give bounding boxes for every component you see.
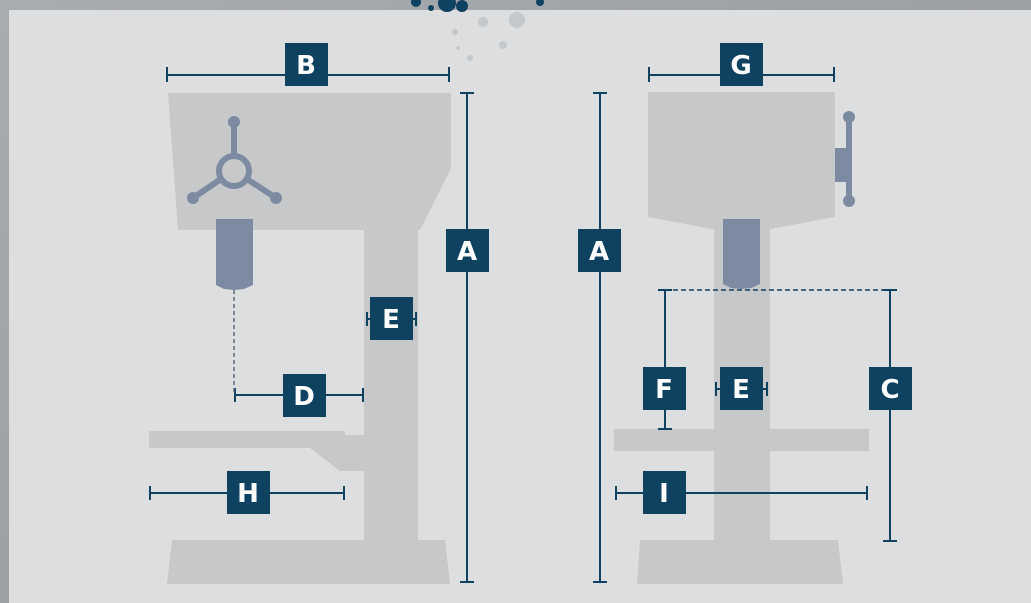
side-base: [637, 540, 843, 584]
svg-text:H: H: [237, 479, 260, 509]
label-D: D: [283, 374, 326, 417]
side-view: G A F E C I: [578, 43, 912, 584]
front-view: B A E D H: [149, 43, 489, 584]
front-base: [167, 540, 450, 584]
front-table: [149, 431, 365, 471]
handle-knobs: [187, 116, 282, 204]
svg-text:D: D: [293, 382, 316, 412]
svg-text:A: A: [457, 237, 478, 267]
label-B: B: [285, 43, 328, 86]
svg-text:I: I: [659, 479, 670, 509]
label-A-front: A: [446, 229, 489, 272]
front-machine-body: [149, 93, 451, 584]
svg-text:G: G: [730, 51, 752, 81]
ink-splatter: [411, 0, 544, 12]
splatter-drops: [452, 12, 525, 61]
side-head: [648, 92, 835, 229]
side-spindle: [723, 219, 760, 289]
side-table: [614, 429, 869, 451]
front-head: [168, 93, 451, 230]
svg-text:F: F: [655, 375, 674, 405]
svg-text:E: E: [382, 305, 401, 335]
svg-text:C: C: [880, 375, 900, 405]
front-spindle: [216, 219, 253, 290]
side-handle-icon: [835, 111, 855, 207]
svg-text:B: B: [296, 51, 317, 81]
label-G: G: [720, 43, 763, 86]
label-A-side: A: [578, 229, 621, 272]
label-E-front: E: [370, 297, 413, 340]
svg-text:E: E: [732, 375, 751, 405]
label-I: I: [643, 471, 686, 514]
front-column: [364, 229, 418, 542]
label-H: H: [227, 471, 270, 514]
label-F: F: [643, 367, 686, 410]
svg-text:A: A: [589, 237, 610, 267]
label-C: C: [869, 367, 912, 410]
paper-panel: [9, 10, 1031, 603]
label-E-side: E: [720, 367, 763, 410]
